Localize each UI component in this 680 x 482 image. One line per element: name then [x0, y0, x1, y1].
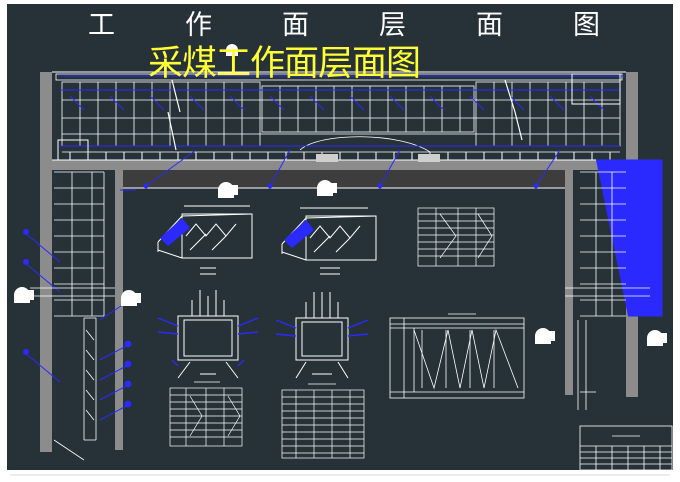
cycle-operation-chart: [389, 313, 525, 399]
drawing-header: 工 作 面 层 面 图: [0, 8, 680, 44]
header-char-6: 图: [573, 10, 600, 41]
ventilation-arrow-right: [504, 79, 523, 141]
left-roadway-supports: [30, 171, 115, 461]
roadway-section-left-blue: [157, 317, 259, 367]
header-char-2: 作: [185, 10, 212, 41]
face-section-left: [157, 205, 253, 275]
roadway-section-right-blue: [275, 319, 369, 337]
parameter-table-middle: [281, 383, 365, 459]
header-char-3: 面: [282, 10, 309, 41]
header-char-1: 工: [88, 10, 115, 41]
header-char-4: 层: [379, 10, 406, 41]
ventilation-arrow-left: [167, 79, 181, 151]
overlay-title: 采煤工作面层面图: [148, 44, 421, 84]
face-section-right-blue: [284, 220, 314, 248]
shearer-left: [57, 139, 89, 161]
face-section-left-blue: [160, 218, 190, 246]
face-section-right: [281, 207, 377, 275]
support-blue-marks: [58, 75, 625, 147]
roadway-section-left: [177, 290, 239, 379]
roadway-box-right: [418, 154, 440, 162]
parameter-table-top: [417, 207, 495, 267]
coal-seam-symbol-icon: [14, 44, 667, 346]
right-roadway-supports: [565, 171, 650, 410]
title-block: [579, 425, 673, 471]
parameter-table-left: [169, 381, 243, 447]
shearer-right: [571, 73, 621, 105]
roadway-box-left: [316, 154, 338, 162]
roadway-section-right: [295, 292, 349, 379]
blue-leader-lines: [23, 149, 663, 421]
header-char-5: 面: [476, 10, 503, 41]
